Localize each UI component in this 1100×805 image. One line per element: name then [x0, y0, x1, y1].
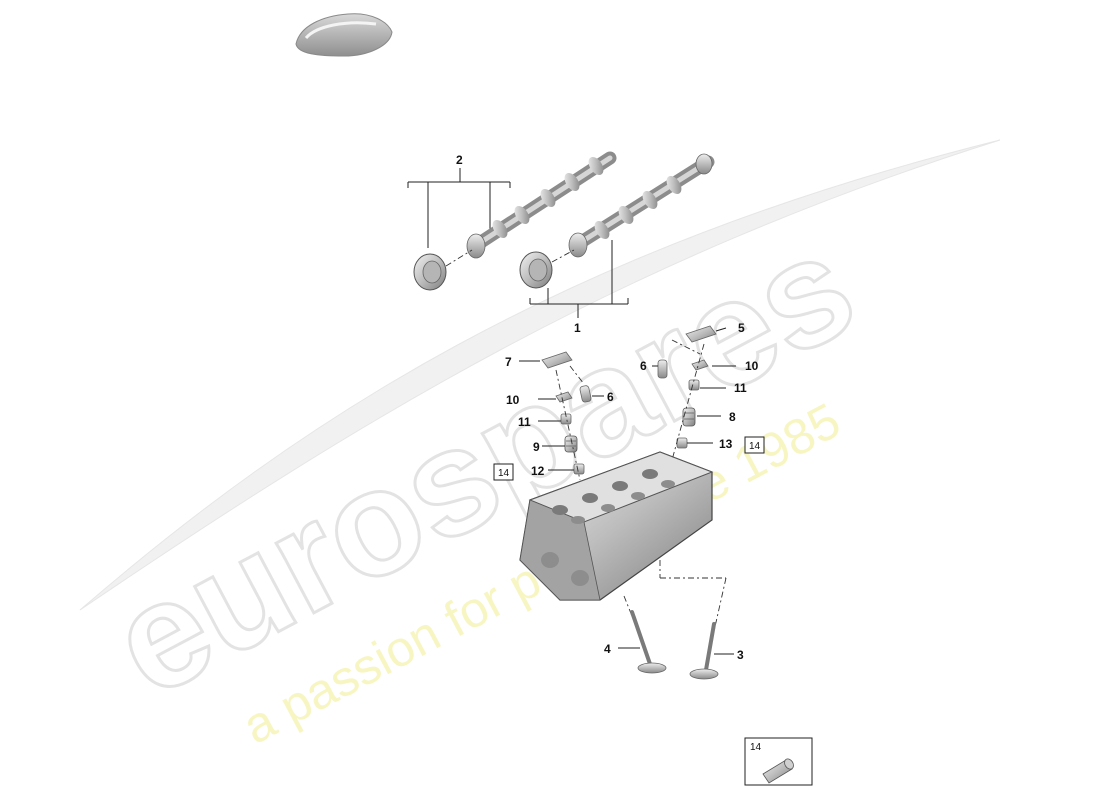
- callout-1-bracket: [529, 240, 629, 318]
- callout-9[interactable]: 9: [533, 440, 540, 454]
- lifter-left[interactable]: [579, 385, 592, 403]
- camshaft-sprocket-left[interactable]: [413, 249, 473, 291]
- valve-spring-retainer-left[interactable]: [555, 391, 573, 403]
- camshaft-sprocket-right[interactable]: [519, 249, 575, 289]
- callout-8[interactable]: 8: [729, 410, 736, 424]
- inset-box-14-label: 14: [750, 742, 762, 753]
- valve-spring-right[interactable]: [682, 407, 696, 427]
- right-lifter-axis: [671, 339, 701, 355]
- watermark: eurospares a passion for parts since 198…: [79, 139, 1001, 755]
- callout-1[interactable]: 1: [574, 321, 581, 335]
- left-stack-axis: [555, 369, 581, 481]
- cylinder-head[interactable]: [519, 451, 714, 601]
- callout-10-right[interactable]: 10: [745, 359, 759, 373]
- intake-valve[interactable]: [630, 610, 667, 674]
- boxed-ref-14-left-label: 14: [498, 468, 510, 479]
- rocker-arm-left[interactable]: [541, 351, 573, 369]
- valve-seal-left[interactable]: [573, 463, 585, 475]
- callout-3[interactable]: 3: [737, 648, 744, 662]
- callout-leaders: [519, 327, 736, 655]
- boxed-ref-14-right-label: 14: [749, 441, 761, 452]
- exhaust-valve[interactable]: [689, 622, 719, 680]
- camshaft-upper[interactable]: [466, 151, 617, 259]
- rocker-arm-right[interactable]: [685, 325, 717, 343]
- callout-5[interactable]: 5: [738, 321, 745, 335]
- callout-11-left[interactable]: 11: [518, 415, 531, 429]
- vehicle-silhouette-icon[interactable]: [295, 13, 393, 57]
- callout-2-bracket: [407, 168, 511, 248]
- valve-seal-right[interactable]: [676, 437, 688, 449]
- watermark-swoosh: [79, 139, 1001, 611]
- callout-4[interactable]: 4: [604, 642, 611, 656]
- callout-7[interactable]: 7: [505, 355, 512, 369]
- left-lifter-axis: [569, 365, 585, 385]
- boxed-ref-14-right[interactable]: 14: [744, 436, 765, 454]
- callout-13[interactable]: 13: [719, 437, 733, 451]
- valve-spring-retainer-right[interactable]: [691, 359, 709, 371]
- callout-10-left[interactable]: 10: [506, 393, 520, 407]
- valve-spring-left[interactable]: [564, 435, 578, 453]
- camshaft-lower[interactable]: [568, 153, 715, 258]
- lifter-right[interactable]: [657, 359, 668, 379]
- dowel-sleeve-part: [762, 758, 794, 784]
- callout-6-right[interactable]: 6: [640, 359, 647, 373]
- callout-11-right[interactable]: 11: [734, 381, 747, 395]
- callout-2[interactable]: 2: [456, 153, 463, 167]
- inset-box-14[interactable]: 14: [744, 737, 813, 786]
- right-stack-axis: [671, 343, 705, 461]
- callout-12[interactable]: 12: [531, 464, 545, 478]
- boxed-ref-14-left[interactable]: 14: [493, 463, 514, 481]
- callout-6-left[interactable]: 6: [607, 390, 614, 404]
